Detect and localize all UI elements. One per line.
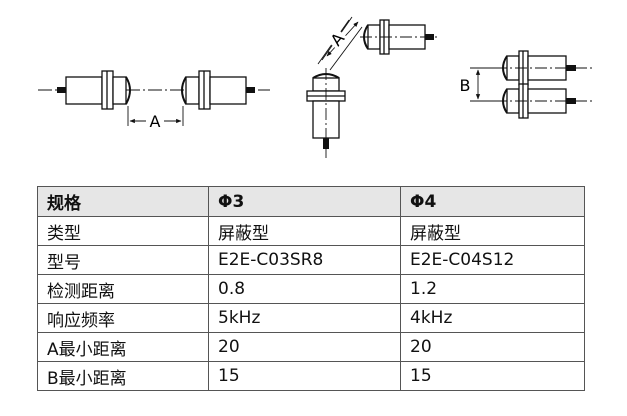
cell-phi4: 4kHz <box>400 303 585 333</box>
sensor-lower-vertical <box>306 68 346 158</box>
row-label: 型号 <box>37 245 209 275</box>
dimension-label-a-horizontal: A <box>150 112 161 131</box>
cell-phi4: 20 <box>400 332 585 362</box>
cell-phi4: E2E-C04S12 <box>400 245 585 275</box>
cell-phi3: 20 <box>208 332 401 362</box>
table-row: 响应频率 5kHz 4kHz <box>37 303 585 333</box>
sensor-upper-horizontal <box>360 19 440 55</box>
sensor-right <box>181 70 255 110</box>
table-row: 检测距离 0.8 1.2 <box>37 274 585 304</box>
sensor-mounting-diagram: A A <box>38 16 592 158</box>
row-label: 检测距离 <box>37 274 209 304</box>
cell-phi3: 屏蔽型 <box>208 216 401 246</box>
perpendicular-sensors-group <box>306 16 440 158</box>
sensor-parallel-top <box>495 50 592 86</box>
header-spec: 规格 <box>37 186 209 217</box>
spec-table: 规格 Φ3 Φ4 类型 屏蔽型 屏蔽型 型号 E2E-C03SR8 E2E-C0… <box>37 186 585 391</box>
cell-phi3: 0.8 <box>208 274 401 304</box>
cell-phi3: 15 <box>208 361 401 391</box>
cell-phi4: 15 <box>400 361 585 391</box>
table-row: A最小距离 20 20 <box>37 332 585 362</box>
row-label: 响应频率 <box>37 303 209 333</box>
header-phi4: Φ4 <box>400 186 585 217</box>
facing-sensors-group <box>38 70 270 129</box>
row-label: 类型 <box>37 216 209 246</box>
cell-phi4: 1.2 <box>400 274 585 304</box>
row-label: B最小距离 <box>37 361 209 391</box>
table-header-row: 规格 Φ3 Φ4 <box>37 186 585 217</box>
header-phi3: Φ3 <box>208 186 401 217</box>
table-row: B最小距离 15 15 <box>37 361 585 391</box>
cell-phi3: E2E-C03SR8 <box>208 245 401 275</box>
dimension-label-b: B <box>460 76 471 95</box>
sensor-parallel-bottom <box>495 83 592 119</box>
table-row: 类型 屏蔽型 屏蔽型 <box>37 216 585 246</box>
table-row: 型号 E2E-C03SR8 E2E-C04S12 <box>37 245 585 275</box>
cell-phi3: 5kHz <box>208 303 401 333</box>
sensor-left <box>57 70 131 110</box>
cell-phi4: 屏蔽型 <box>400 216 585 246</box>
parallel-sensors-group <box>470 50 592 119</box>
row-label: A最小距离 <box>37 332 209 362</box>
